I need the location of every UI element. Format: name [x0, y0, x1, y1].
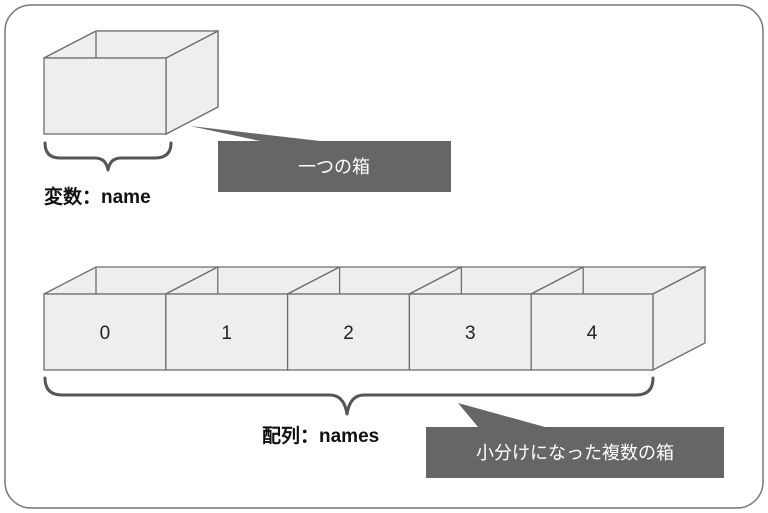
array-box-3	[408, 293, 532, 371]
array-index-label: 4	[587, 323, 598, 344]
frame	[4, 4, 764, 509]
array-callout: 小分けになった複数の箱	[426, 403, 724, 478]
box-front	[43, 57, 167, 135]
array-box-0	[43, 293, 167, 371]
array-index-label: 3	[465, 323, 476, 344]
variable-callout-text: 一つの箱	[298, 157, 370, 178]
single-box	[43, 29, 219, 136]
array-box-2	[286, 293, 411, 371]
variable-callout-box	[218, 141, 451, 192]
variable-brace	[43, 141, 173, 172]
array-callout-text: 小分けになった複数の箱	[476, 443, 674, 464]
array-index-label: 1	[221, 323, 232, 344]
array-label: 配列：names	[262, 425, 379, 447]
array-brace	[43, 376, 655, 416]
variable-label: 変数：name	[44, 185, 151, 208]
array-box-4	[530, 293, 654, 371]
array-boxes: 0 1 2 3 4	[43, 265, 706, 372]
variable-callout: 一つの箱	[190, 126, 451, 192]
array-callout-tail	[458, 403, 545, 427]
array-index-label: 2	[343, 323, 354, 344]
array-box-1	[165, 293, 289, 371]
array-callout-box	[426, 427, 724, 478]
array-index-label: 0	[100, 323, 111, 344]
variable-callout-tail	[190, 126, 320, 141]
